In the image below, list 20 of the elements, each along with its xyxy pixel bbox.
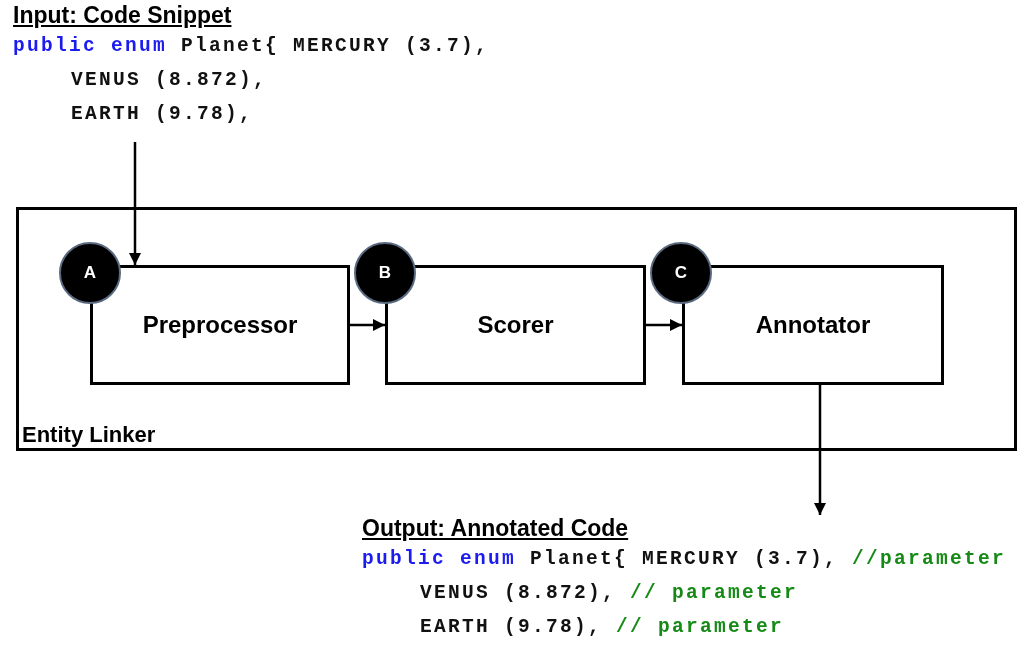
box-label: Scorer: [477, 311, 554, 339]
step-badge: A: [59, 242, 121, 304]
code-line: public enum Planet{ MERCURY (3.7), //parameter: [362, 547, 1007, 572]
step-badge: B: [354, 242, 416, 304]
code-line: EARTH (9.78),: [71, 102, 254, 127]
box-label: Annotator: [755, 311, 871, 339]
arrow: [646, 318, 682, 332]
code-line: public enum Planet{ MERCURY (3.7),: [13, 34, 490, 59]
step-badge: C: [650, 242, 712, 304]
arrow: [813, 385, 827, 515]
code-line: EARTH (9.78), // parameter: [420, 615, 785, 640]
code-line: VENUS (8.872),: [71, 68, 268, 93]
arrow: [350, 318, 385, 332]
box-label: Preprocessor: [142, 311, 298, 339]
section-heading: Input: Code Snippet: [13, 2, 232, 29]
entity-linker-container: [16, 207, 1017, 451]
container-label: Entity Linker: [22, 422, 156, 448]
code-line: VENUS (8.872), // parameter: [420, 581, 799, 606]
section-heading: Output: Annotated Code: [362, 515, 629, 542]
arrow: [128, 142, 142, 265]
